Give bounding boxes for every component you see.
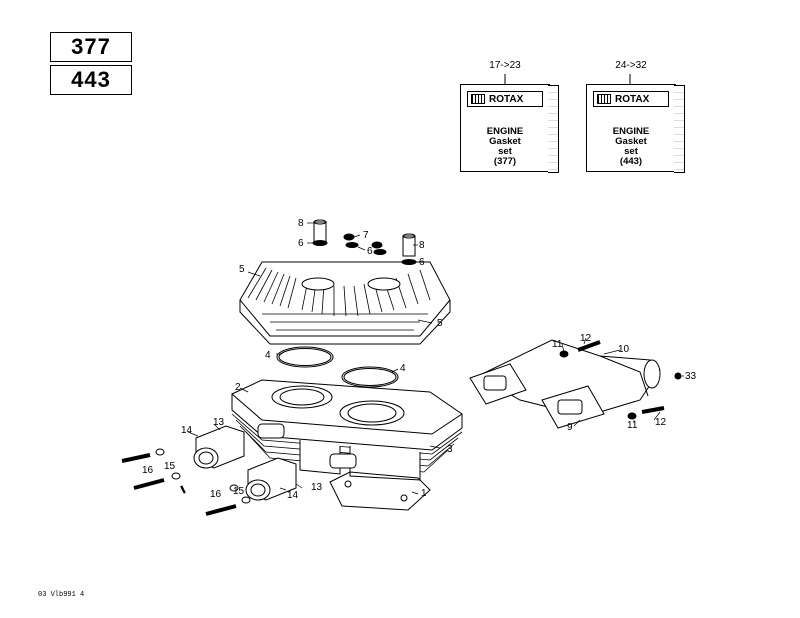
screw (121, 453, 237, 516)
callout-4-left: 4 (265, 350, 271, 361)
callout-16-right: 16 (210, 489, 222, 500)
head-gasket (276, 346, 399, 388)
model-box-377: 377 (50, 32, 132, 62)
callout-1: 1 (421, 488, 427, 499)
kit-package: ROTAX ENGINE Gasket set (443) (586, 84, 685, 173)
leader-lines (187, 222, 684, 495)
manifold-washer (559, 350, 637, 420)
manifold-bolt (577, 340, 665, 414)
cylinder-block (231, 379, 463, 481)
callout-4-right: 4 (400, 363, 406, 374)
kit-label-line: set (498, 146, 512, 157)
kit-package: ROTAX ENGINE Gasket set (377) (460, 84, 559, 173)
washer (155, 448, 251, 504)
rotax-mark-icon (597, 94, 611, 104)
kit-label-line: Gasket (489, 136, 521, 147)
callout-14-top: 14 (181, 425, 193, 436)
gasket-kit-443: 24->32 ROTAX ENGINE Gasket set (443) (586, 60, 685, 175)
callout-13-bottom: 13 (311, 482, 323, 493)
diagram-code: 03 Vlb991 4 (38, 591, 85, 599)
callout-8-right: 8 (419, 240, 425, 251)
callout-2: 2 (235, 382, 241, 393)
brand-name: ROTAX (615, 93, 650, 105)
callout-labels: 1 2 3 4 4 5 5 6 6 6 7 8 8 9 10 11 11 12 … (142, 218, 697, 501)
rotax-logo: ROTAX (467, 91, 543, 107)
callout-8-left: 8 (298, 218, 304, 229)
callout-10: 10 (618, 344, 630, 355)
gasket-kit-377: 17->23 ROTAX ENGINE Gasket set (377) (460, 60, 559, 175)
callout-6-right: 6 (419, 257, 425, 268)
callout-33: 33 (685, 371, 697, 382)
kit-label-line: Gasket (615, 136, 647, 147)
brand-name: ROTAX (489, 93, 524, 105)
gasket-hole (400, 494, 408, 502)
callout-3: 3 (447, 444, 453, 455)
callout-15-right: 15 (233, 486, 245, 497)
callout-13-top: 13 (213, 417, 225, 428)
kit-side (548, 85, 559, 173)
callout-15-left: 15 (164, 461, 176, 472)
kit-label-line: set (624, 146, 638, 157)
rotax-logo: ROTAX (593, 91, 669, 107)
callout-12-top: 12 (580, 333, 592, 344)
callout-5-bottom: 5 (437, 318, 443, 329)
callout-11-bottom: 11 (627, 420, 638, 431)
plug-33 (674, 372, 682, 380)
kit-serial-range: 24->32 (615, 60, 647, 71)
callout-6-mid: 6 (367, 246, 373, 257)
callout-5-top: 5 (239, 264, 245, 275)
cylinder-head (239, 261, 451, 345)
kit-label-line: (377) (493, 156, 517, 167)
kit-label-line: (443) (619, 156, 643, 167)
callout-9: 9 (567, 422, 573, 433)
kit-label-line: ENGINE (612, 126, 650, 137)
rotax-mark-icon (471, 94, 485, 104)
callout-6-left: 6 (298, 238, 304, 249)
callout-14-bottom: 14 (287, 490, 299, 501)
exhaust-gasket (469, 363, 605, 429)
spark-plug-insert (312, 219, 417, 265)
nut-washer (343, 233, 387, 255)
kit-label-line: ENGINE (486, 126, 524, 137)
callout-16-left: 16 (142, 465, 154, 476)
callout-7: 7 (363, 230, 369, 241)
kit-label: ENGINE Gasket set (443) (587, 127, 675, 167)
kit-side (674, 85, 685, 173)
gasket-hole (344, 480, 352, 488)
callout-12-bottom: 12 (655, 417, 667, 428)
callout-11-top: 11 (552, 339, 563, 350)
base-gasket (329, 471, 431, 511)
model-box-443: 443 (50, 65, 132, 95)
exhaust-manifold (476, 339, 661, 413)
kit-label: ENGINE Gasket set (377) (461, 127, 549, 167)
kit-serial-range: 17->23 (489, 60, 521, 71)
